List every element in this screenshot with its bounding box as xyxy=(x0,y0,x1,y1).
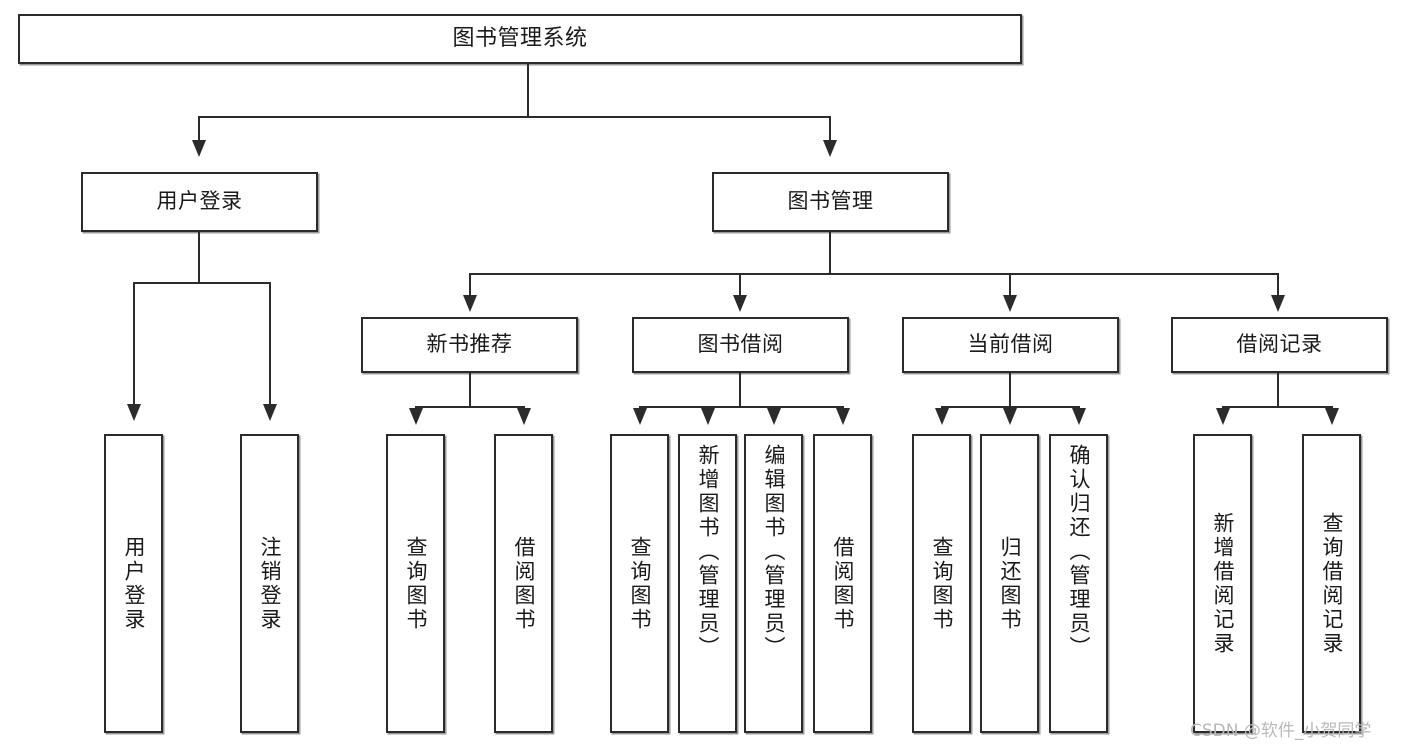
node-label: 归还图书 xyxy=(998,535,1022,632)
leaf-book-borrow-edit-book[interactable]: 编辑图书（管理员） xyxy=(744,434,803,733)
node-label: 图书管理 xyxy=(787,189,874,214)
node-new-book-recommend[interactable]: 新书推荐 xyxy=(361,317,578,373)
connector-root-bus xyxy=(198,116,831,118)
leaf-borrow-record-add-record[interactable]: 新增借阅记录 xyxy=(1193,434,1252,733)
connector-root-to-user-login xyxy=(198,116,200,145)
connector-user-login-stem xyxy=(198,232,200,283)
leaf-user-login-login[interactable]: 用户登录 xyxy=(104,434,163,733)
node-label: 新增借阅记录 xyxy=(1211,511,1235,656)
connector-new-book-stem xyxy=(469,373,471,407)
connector-book-mgmt-bus xyxy=(469,273,1279,275)
node-label: 用户登录 xyxy=(156,189,243,214)
node-label: 查询图书 xyxy=(404,535,428,632)
arrow-user-login-to-leaf-1 xyxy=(127,404,141,421)
arrow-current-borrow-to-leaf-3 xyxy=(1072,408,1086,425)
arrow-current-borrow-to-leaf-1 xyxy=(935,408,949,425)
watermark-text: CSDN @软件_小贺同学 xyxy=(1190,721,1372,741)
arrow-new-book-to-leaf-2 xyxy=(517,408,531,425)
leaf-current-borrow-return-book[interactable]: 归还图书 xyxy=(980,434,1039,733)
leaf-user-login-logout[interactable]: 注销登录 xyxy=(240,434,299,733)
arrow-book-borrow-to-leaf-2 xyxy=(701,408,715,425)
leaf-book-borrow-add-book[interactable]: 新增图书（管理员） xyxy=(678,434,737,733)
node-label: 图书借阅 xyxy=(697,332,784,357)
arrow-user-login-to-leaf-2 xyxy=(263,404,277,421)
node-label: 借阅图书 xyxy=(512,535,536,632)
node-label: 借阅图书 xyxy=(831,535,855,632)
connector-book-mgmt-to-l2-1 xyxy=(469,273,471,300)
leaf-new-book-query-book[interactable]: 查询图书 xyxy=(386,434,445,733)
arrow-book-mgmt-to-l2-4 xyxy=(1271,295,1285,312)
node-root-system[interactable]: 图书管理系统 xyxy=(18,14,1022,64)
connector-root-stem xyxy=(527,64,529,117)
node-label: 当前借阅 xyxy=(967,332,1054,357)
arrow-book-mgmt-to-l2-1 xyxy=(463,295,477,312)
connector-user-login-bus xyxy=(133,282,270,284)
connector-book-borrow-bus xyxy=(639,406,844,408)
node-label: 新书推荐 xyxy=(426,332,513,357)
leaf-current-borrow-query-book[interactable]: 查询图书 xyxy=(912,434,971,733)
node-book-management[interactable]: 图书管理 xyxy=(712,172,949,232)
connector-book-mgmt-to-l2-2 xyxy=(739,273,741,300)
leaf-borrow-record-query-record[interactable]: 查询借阅记录 xyxy=(1302,434,1361,733)
arrow-root-to-book-mgmt xyxy=(823,140,837,157)
node-label: 确认归还（管理员） xyxy=(1067,444,1091,660)
node-book-borrow[interactable]: 图书借阅 xyxy=(632,317,849,373)
connector-root-to-book-mgmt xyxy=(829,116,831,145)
node-label: 编辑图书（管理员） xyxy=(762,444,786,660)
arrow-root-to-user-login xyxy=(192,140,206,157)
arrow-book-mgmt-to-l2-3 xyxy=(1003,295,1017,312)
arrow-book-borrow-to-leaf-1 xyxy=(633,408,647,425)
arrow-book-borrow-to-leaf-4 xyxy=(836,408,850,425)
leaf-book-borrow-query-book[interactable]: 查询图书 xyxy=(610,434,669,733)
connector-user-login-to-leaf-2 xyxy=(269,282,271,410)
leaf-book-borrow-borrow-book[interactable]: 借阅图书 xyxy=(813,434,872,733)
connector-book-mgmt-to-l2-3 xyxy=(1009,273,1011,300)
node-borrow-record[interactable]: 借阅记录 xyxy=(1171,317,1388,373)
connector-user-login-to-leaf-1 xyxy=(133,282,135,410)
arrow-borrow-record-to-leaf-2 xyxy=(1325,408,1339,425)
arrow-book-borrow-to-leaf-3 xyxy=(767,408,781,425)
leaf-new-book-borrow-book[interactable]: 借阅图书 xyxy=(494,434,553,733)
connector-borrow-record-bus xyxy=(1222,406,1333,408)
arrow-borrow-record-to-leaf-1 xyxy=(1216,408,1230,425)
connector-current-borrow-stem xyxy=(1009,373,1011,407)
node-label: 用户登录 xyxy=(122,535,146,632)
node-label: 借阅记录 xyxy=(1236,332,1323,357)
node-label: 查询图书 xyxy=(930,535,954,632)
leaf-current-borrow-confirm-return[interactable]: 确认归还（管理员） xyxy=(1049,434,1108,733)
connector-new-book-bus xyxy=(415,406,524,408)
arrow-current-borrow-to-leaf-2 xyxy=(1003,408,1017,425)
node-current-borrow[interactable]: 当前借阅 xyxy=(902,317,1119,373)
node-label: 新增图书（管理员） xyxy=(696,444,720,660)
connector-book-borrow-stem xyxy=(739,373,741,407)
node-user-login[interactable]: 用户登录 xyxy=(81,172,318,232)
node-label: 图书管理系统 xyxy=(452,25,588,51)
connector-book-mgmt-stem xyxy=(829,232,831,274)
node-label: 注销登录 xyxy=(258,535,282,632)
connector-book-mgmt-to-l2-4 xyxy=(1277,273,1279,300)
arrow-new-book-to-leaf-1 xyxy=(409,408,423,425)
node-label: 查询图书 xyxy=(628,535,652,632)
node-label: 查询借阅记录 xyxy=(1320,511,1344,656)
arrow-book-mgmt-to-l2-2 xyxy=(733,295,747,312)
connector-borrow-record-stem xyxy=(1277,373,1279,407)
